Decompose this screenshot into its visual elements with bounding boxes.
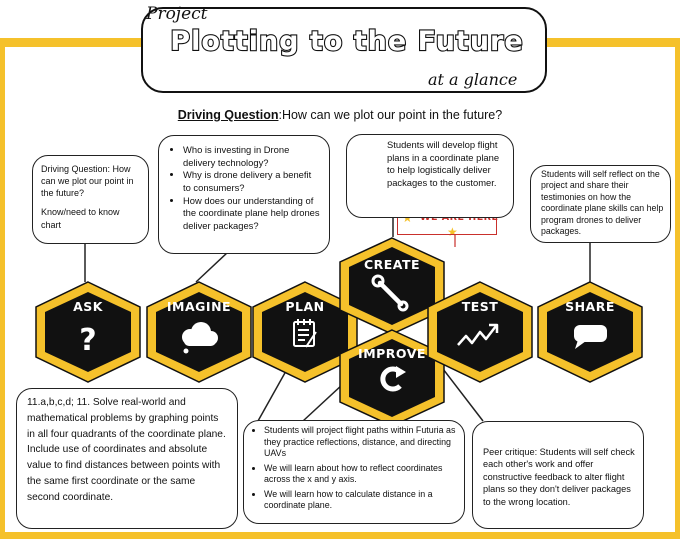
project-label: Project <box>146 4 208 24</box>
star-icon: ★ <box>402 211 413 225</box>
imagine-bullet-list: Who is investing in Drone delivery techn… <box>163 144 321 233</box>
cloud-icon <box>182 322 218 354</box>
stage-create: CREATE <box>363 257 421 272</box>
imagine-bullet: Who is investing in Drone delivery techn… <box>183 144 321 169</box>
stage-improve: IMPROVE <box>358 346 426 361</box>
imagine-box: Who is investing in Drone delivery techn… <box>158 135 330 254</box>
speech-bubble-icon <box>574 325 607 349</box>
top-band-right <box>547 38 680 47</box>
stage-ask: ASK <box>73 299 103 314</box>
create-box-text: Students will develop flight plans in a … <box>387 139 500 189</box>
refresh-arrow-icon <box>380 366 406 392</box>
stage-plan: PLAN <box>285 299 325 314</box>
stage-test: TEST <box>461 299 499 314</box>
title-box <box>141 7 547 93</box>
ask-box: Driving Question: How can we plot our po… <box>32 155 149 244</box>
standard-box: 11.a,b,c,d; 11. Solve real-world and mat… <box>16 388 238 529</box>
share-box-text: Students will self reflect on the projec… <box>541 169 664 237</box>
left-edge-band <box>0 38 5 539</box>
right-edge-band <box>675 38 680 539</box>
hex-improve <box>339 329 445 427</box>
question-mark-icon: ? <box>79 323 96 358</box>
driving-question-text: :How can we plot our point in the future… <box>278 108 503 122</box>
ask-box-line1: Driving Question: How can we plot our po… <box>41 164 134 199</box>
top-band-left <box>0 38 141 47</box>
wrench-icon <box>371 274 409 312</box>
connector-imagine <box>195 251 229 283</box>
notepad-icon <box>293 319 317 348</box>
plan-bullet: Students will project flight paths withi… <box>264 425 458 460</box>
hex-ask <box>35 281 141 383</box>
test-box: Peer critique: Students will self check … <box>472 421 644 529</box>
driving-question-label: Driving Question <box>177 108 279 122</box>
hex-plan <box>252 281 358 383</box>
create-box: Students will develop flight plans in a … <box>346 134 514 218</box>
imagine-bullet: Why is drone delivery a benefit to consu… <box>183 169 321 194</box>
share-box: Students will self reflect on the projec… <box>530 165 671 243</box>
imagine-bullet: How does our understanding of the coordi… <box>183 195 321 233</box>
standard-box-text: 11.a,b,c,d; 11. Solve real-world and mat… <box>27 397 226 503</box>
driving-question: Driving Question:How can we plot our poi… <box>0 108 680 122</box>
ask-box-line2: Know/need to know chart <box>41 207 120 230</box>
plan-box: Students will project flight paths withi… <box>243 420 465 524</box>
star-icon-lower: ★ <box>447 225 458 239</box>
stage-share: SHARE <box>565 299 615 314</box>
page-title: Plotting to the Future <box>169 25 524 58</box>
plan-bullet: We will learn how to calculate distance … <box>264 489 458 512</box>
page-subtitle: at a glance <box>428 70 518 89</box>
plan-bullet-list: Students will project flight paths withi… <box>244 425 458 512</box>
stage-imagine: IMAGINE <box>166 299 232 314</box>
trend-line-icon <box>457 323 499 346</box>
plan-bullet: We will learn about how to reflect coord… <box>264 463 458 486</box>
bottom-band <box>0 532 680 539</box>
test-box-text: Peer critique: Students will self check … <box>483 447 635 507</box>
